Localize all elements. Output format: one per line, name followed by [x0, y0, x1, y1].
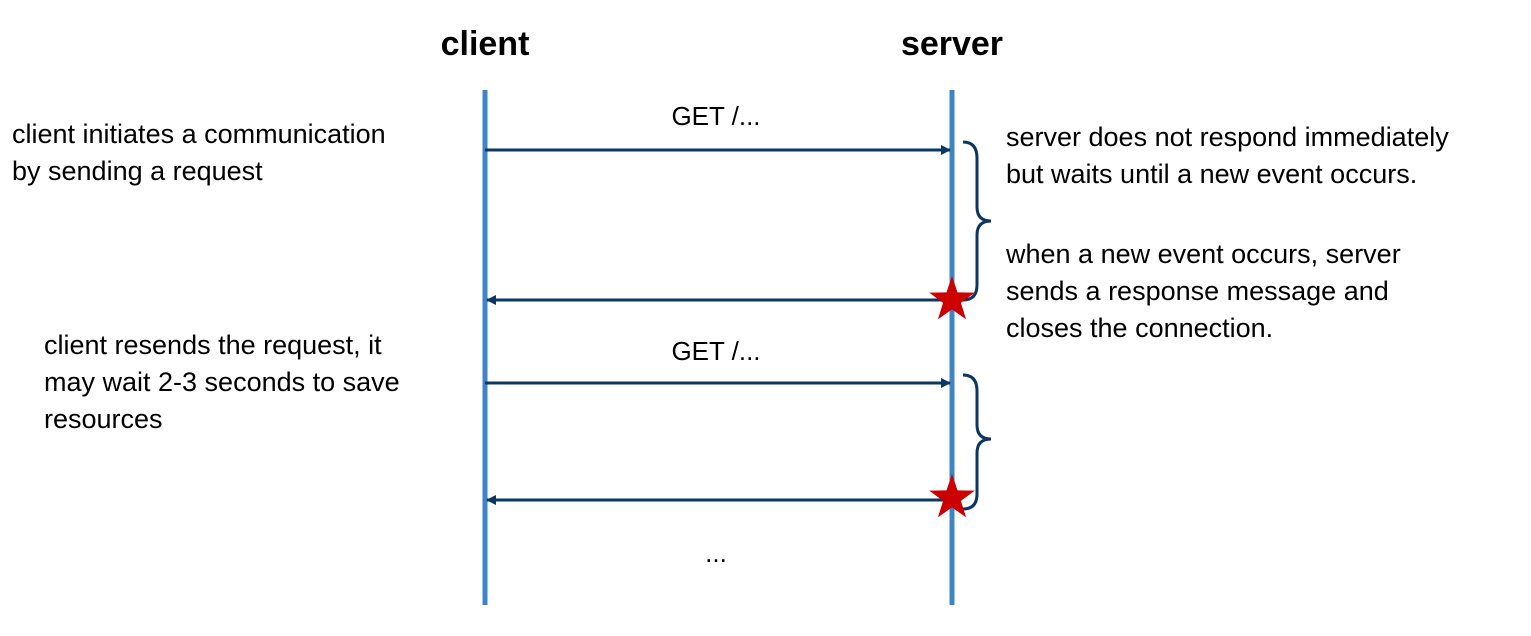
note-server-waits: server does not respond immediately but …	[1006, 122, 1456, 189]
note-line: closes the connection.	[1006, 313, 1273, 343]
star-icon	[929, 276, 975, 320]
note-server-responds: when a new event occurs, server sends a …	[1005, 239, 1408, 343]
client-header: client	[441, 25, 530, 63]
note-line: when a new event occurs, server	[1005, 239, 1401, 269]
request-label-1: GET /...	[671, 101, 760, 131]
note-line: client initiates a communication	[12, 119, 386, 149]
server-header: server	[901, 25, 1003, 63]
note-line: sends a response message and	[1006, 276, 1389, 306]
note-client-resends: client resends the request, it may wait …	[44, 330, 407, 434]
note-line: but waits until a new event occurs.	[1006, 159, 1417, 189]
continuation-ellipsis: ...	[705, 538, 727, 568]
note-client-initiates: client initiates a communication by send…	[12, 119, 393, 186]
request-label-2: GET /...	[671, 336, 760, 366]
wait-brace-2	[962, 373, 992, 511]
note-line: by sending a request	[12, 156, 263, 186]
wait-brace-1	[962, 140, 992, 302]
note-line: server does not respond immediately	[1006, 122, 1449, 152]
note-line: may wait 2-3 seconds to save	[44, 367, 400, 397]
note-line: resources	[44, 404, 163, 434]
note-line: client resends the request, it	[44, 330, 382, 360]
star-icon	[929, 474, 975, 518]
